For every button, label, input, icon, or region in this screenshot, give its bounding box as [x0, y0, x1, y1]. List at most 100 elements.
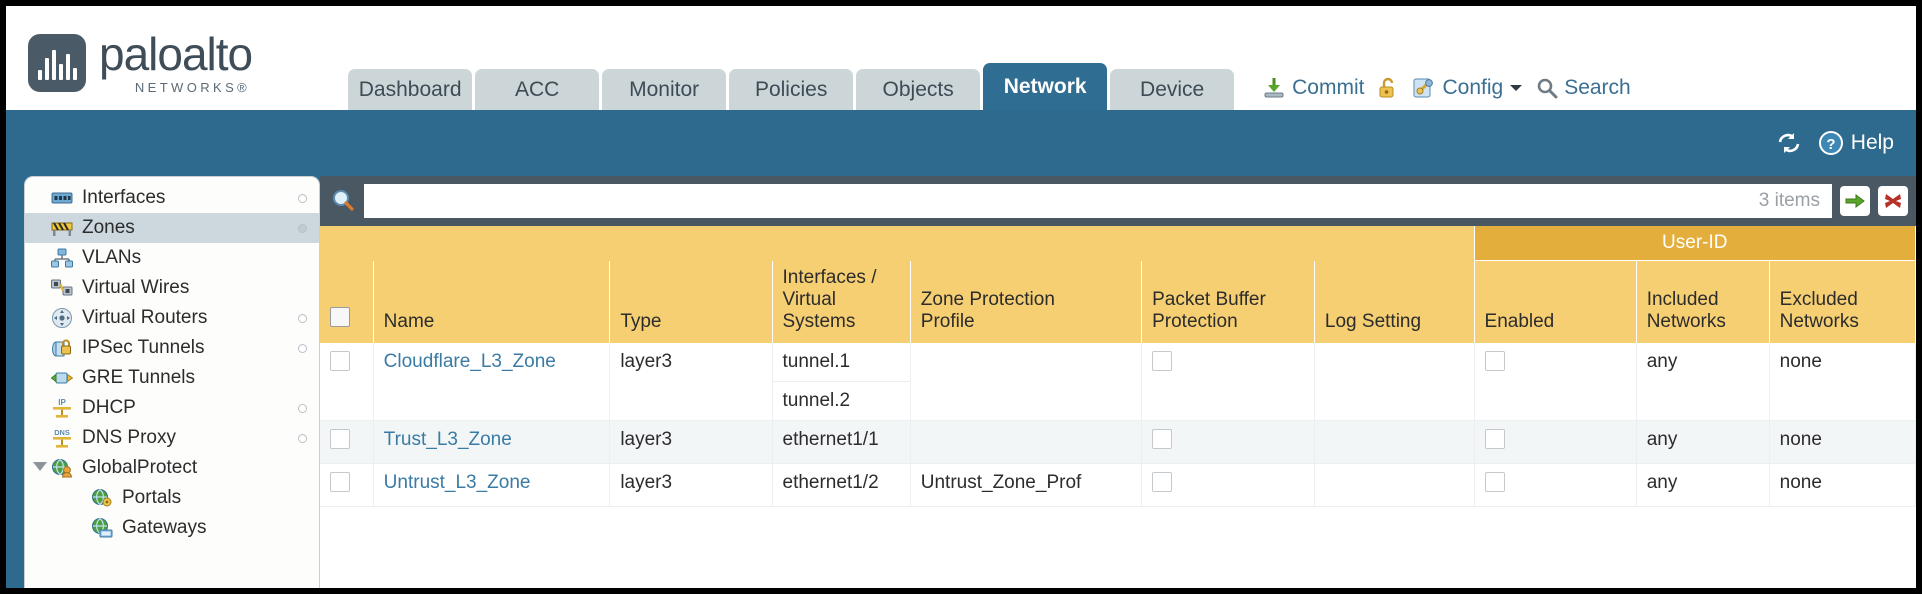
sidebar-item-virtual-wires[interactable]: Virtual Wires: [25, 273, 319, 303]
refresh-button[interactable]: [1776, 131, 1802, 155]
gre-tunnels-icon: [51, 369, 73, 387]
cell-type: layer3: [609, 420, 773, 464]
column-header-type[interactable]: Type: [609, 260, 773, 343]
sidebar-item-gre-tunnels[interactable]: GRE Tunnels: [25, 363, 319, 393]
interface-item: ethernet1/2: [782, 471, 879, 493]
unlock-icon: [1377, 76, 1399, 100]
zone-link[interactable]: Cloudflare_L3_Zone: [383, 350, 556, 372]
item-count: 3 items: [1758, 190, 1820, 211]
userid-enabled-checkbox[interactable]: [1484, 471, 1505, 492]
tab-acc[interactable]: ACC: [475, 69, 600, 110]
tab-monitor[interactable]: Monitor: [602, 69, 727, 110]
tab-device[interactable]: Device: [1110, 69, 1235, 110]
cell-packet-buffer-protection: [1141, 463, 1315, 507]
config-button[interactable]: Config: [1412, 76, 1523, 100]
lock-button[interactable]: [1377, 76, 1399, 100]
chevron-down-icon: [1509, 83, 1523, 93]
cell-included-networks: any: [1636, 463, 1770, 507]
sidebar-item-dns-proxy[interactable]: DNS DNS Proxy: [25, 423, 319, 453]
clear-filter-button[interactable]: [1878, 186, 1908, 216]
line2: Protection: [1152, 310, 1238, 332]
ipsec-tunnels-icon: [51, 338, 73, 358]
apply-filter-button[interactable]: [1840, 186, 1870, 216]
sidebar-item-gateways[interactable]: Gateways: [25, 513, 319, 543]
column-header-log-setting[interactable]: Log Setting: [1314, 260, 1475, 343]
cell-excluded-networks: none: [1769, 463, 1916, 507]
close-icon: [1882, 191, 1904, 211]
tab-policies[interactable]: Policies: [729, 69, 854, 110]
commit-icon: [1262, 76, 1286, 100]
sidebar-item-vlans[interactable]: VLANs: [25, 243, 319, 273]
commit-button[interactable]: Commit: [1262, 76, 1364, 100]
brand-logo: paloalto NETWORKS®: [6, 28, 253, 110]
userid-enabled-checkbox[interactable]: [1484, 428, 1505, 449]
zone-link[interactable]: Trust_L3_Zone: [383, 428, 512, 450]
cell-log-setting: [1314, 420, 1475, 464]
sidebar-label: DHCP: [82, 397, 136, 418]
help-button[interactable]: ? Help: [1818, 130, 1894, 156]
cell-type: layer3: [609, 342, 773, 421]
brand-name: paloalto: [99, 28, 253, 80]
virtual-routers-icon: [51, 307, 73, 329]
main-nav-tabs: Dashboard ACC Monitor Policies Objects N…: [348, 63, 1235, 110]
sidebar-label: IPSec Tunnels: [82, 337, 205, 358]
cell-excluded-networks: none: [1769, 420, 1916, 464]
sidebar-item-globalprotect[interactable]: GlobalProtect: [25, 453, 319, 483]
cell-zone-protection-profile: [910, 420, 1143, 464]
sidebar-item-dhcp[interactable]: IP DHCP: [25, 393, 319, 423]
zone-link[interactable]: Untrust_L3_Zone: [383, 471, 531, 493]
cell-excluded-networks: none: [1769, 342, 1916, 421]
column-header-excluded-networks[interactable]: Excluded Networks: [1769, 260, 1916, 343]
cell-log-setting: [1314, 463, 1475, 507]
cell-name: Cloudflare_L3_Zone: [373, 342, 611, 421]
column-header-included-networks[interactable]: Included Networks: [1636, 260, 1770, 343]
userid-enabled-checkbox[interactable]: [1484, 350, 1505, 371]
content-area: 3 items: [320, 176, 1916, 588]
table-row[interactable]: Trust_L3_Zone layer3 ethernet1/1: [320, 420, 1916, 464]
chevron-down-icon[interactable]: [33, 462, 47, 471]
tab-dashboard[interactable]: Dashboard: [348, 69, 473, 110]
sidebar-item-portals[interactable]: Portals: [25, 483, 319, 513]
table-row[interactable]: Cloudflare_L3_Zone layer3 tunnel.1 tunne…: [320, 342, 1916, 421]
packet-buffer-checkbox[interactable]: [1152, 350, 1173, 371]
filter-search-icon[interactable]: [330, 188, 356, 214]
row-checkbox[interactable]: [330, 350, 350, 371]
search-button[interactable]: Search: [1536, 76, 1631, 100]
packet-buffer-checkbox[interactable]: [1152, 471, 1173, 492]
tab-objects[interactable]: Objects: [856, 69, 981, 110]
paloalto-logo-icon: [28, 33, 86, 92]
svg-text:?: ?: [1826, 136, 1835, 153]
row-checkbox[interactable]: [330, 471, 350, 492]
status-dot: [298, 314, 307, 323]
status-dot: [298, 434, 307, 443]
column-header-packet-buffer-protection[interactable]: Packet Buffer Protection: [1141, 260, 1315, 343]
sidebar-item-zones[interactable]: Zones: [25, 213, 319, 243]
sidebar-item-ipsec-tunnels[interactable]: IPSec Tunnels: [25, 333, 319, 363]
tab-network[interactable]: Network: [983, 63, 1108, 110]
status-dot: [298, 404, 307, 413]
column-header-enabled[interactable]: Enabled: [1474, 260, 1637, 343]
dhcp-icon: IP: [51, 397, 73, 419]
select-all-checkbox[interactable]: [330, 306, 350, 327]
filter-input[interactable]: 3 items: [364, 184, 1832, 218]
cell-log-setting: [1314, 342, 1475, 421]
help-label: Help: [1850, 131, 1894, 154]
row-checkbox[interactable]: [330, 428, 350, 449]
packet-buffer-checkbox[interactable]: [1152, 428, 1173, 449]
virtual-wires-icon: [51, 279, 73, 297]
column-header-interfaces[interactable]: Interfaces / Virtual Systems: [772, 260, 911, 343]
column-header-zone-protection-profile[interactable]: Zone Protection Profile: [910, 260, 1143, 343]
table-row[interactable]: Untrust_L3_Zone layer3 ethernet1/2 Untru…: [320, 463, 1916, 507]
sidebar-label: Virtual Routers: [82, 307, 208, 328]
sidebar-label: GRE Tunnels: [82, 367, 195, 388]
line1: Excluded: [1779, 288, 1858, 310]
globalprotect-icon: [51, 458, 73, 478]
column-header-name[interactable]: Name: [373, 260, 611, 343]
help-icon: ?: [1818, 130, 1844, 156]
sidebar-item-virtual-routers[interactable]: Virtual Routers: [25, 303, 319, 333]
app-body: Interfaces Zones: [6, 176, 1916, 588]
cell-userid-enabled: [1474, 463, 1637, 507]
line1: Included: [1646, 288, 1719, 310]
status-dot: [298, 194, 307, 203]
sidebar-item-interfaces[interactable]: Interfaces: [25, 183, 319, 213]
